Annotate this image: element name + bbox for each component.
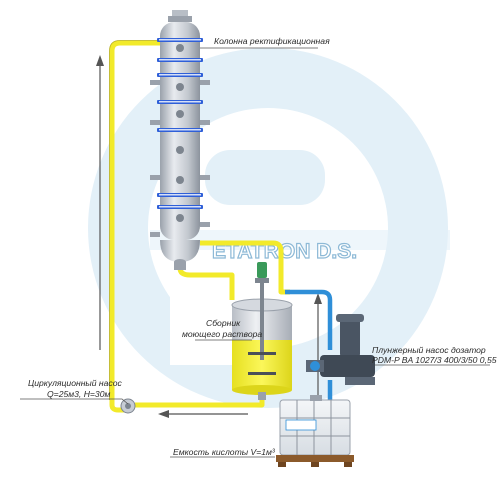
flow-arrow-up: [96, 55, 104, 350]
circulation-pump: [120, 398, 136, 414]
label-pump-line2: PDM-P BA 1027/3 400/3/50 0,55: [372, 355, 497, 365]
label-pump-line1: Плунжерный насос дозатор: [372, 345, 486, 355]
collector-tank: [231, 262, 293, 400]
acid-container: [276, 395, 354, 467]
label-leaders: [20, 47, 490, 458]
label-collector-line2: моющего раствора: [182, 329, 262, 339]
flow-arrow-left: [158, 410, 248, 418]
yellow-pipeline: [109, 40, 290, 413]
label-column: Колонна ректификационная: [214, 36, 330, 46]
distillation-column: [150, 10, 210, 270]
label-circ-line2: Q=25м3, H=30м: [47, 389, 110, 399]
label-circ-line1: Циркуляционный насос: [28, 378, 123, 388]
brand-text: ETATRON D.S.: [212, 240, 357, 263]
flow-arrow-blue: [314, 293, 322, 395]
dosing-pump: [306, 314, 375, 385]
label-tank: Емкость кислоты V=1м³: [173, 447, 276, 457]
label-collector-line1: Сборник: [206, 318, 241, 328]
blue-pipeline: [285, 289, 333, 400]
